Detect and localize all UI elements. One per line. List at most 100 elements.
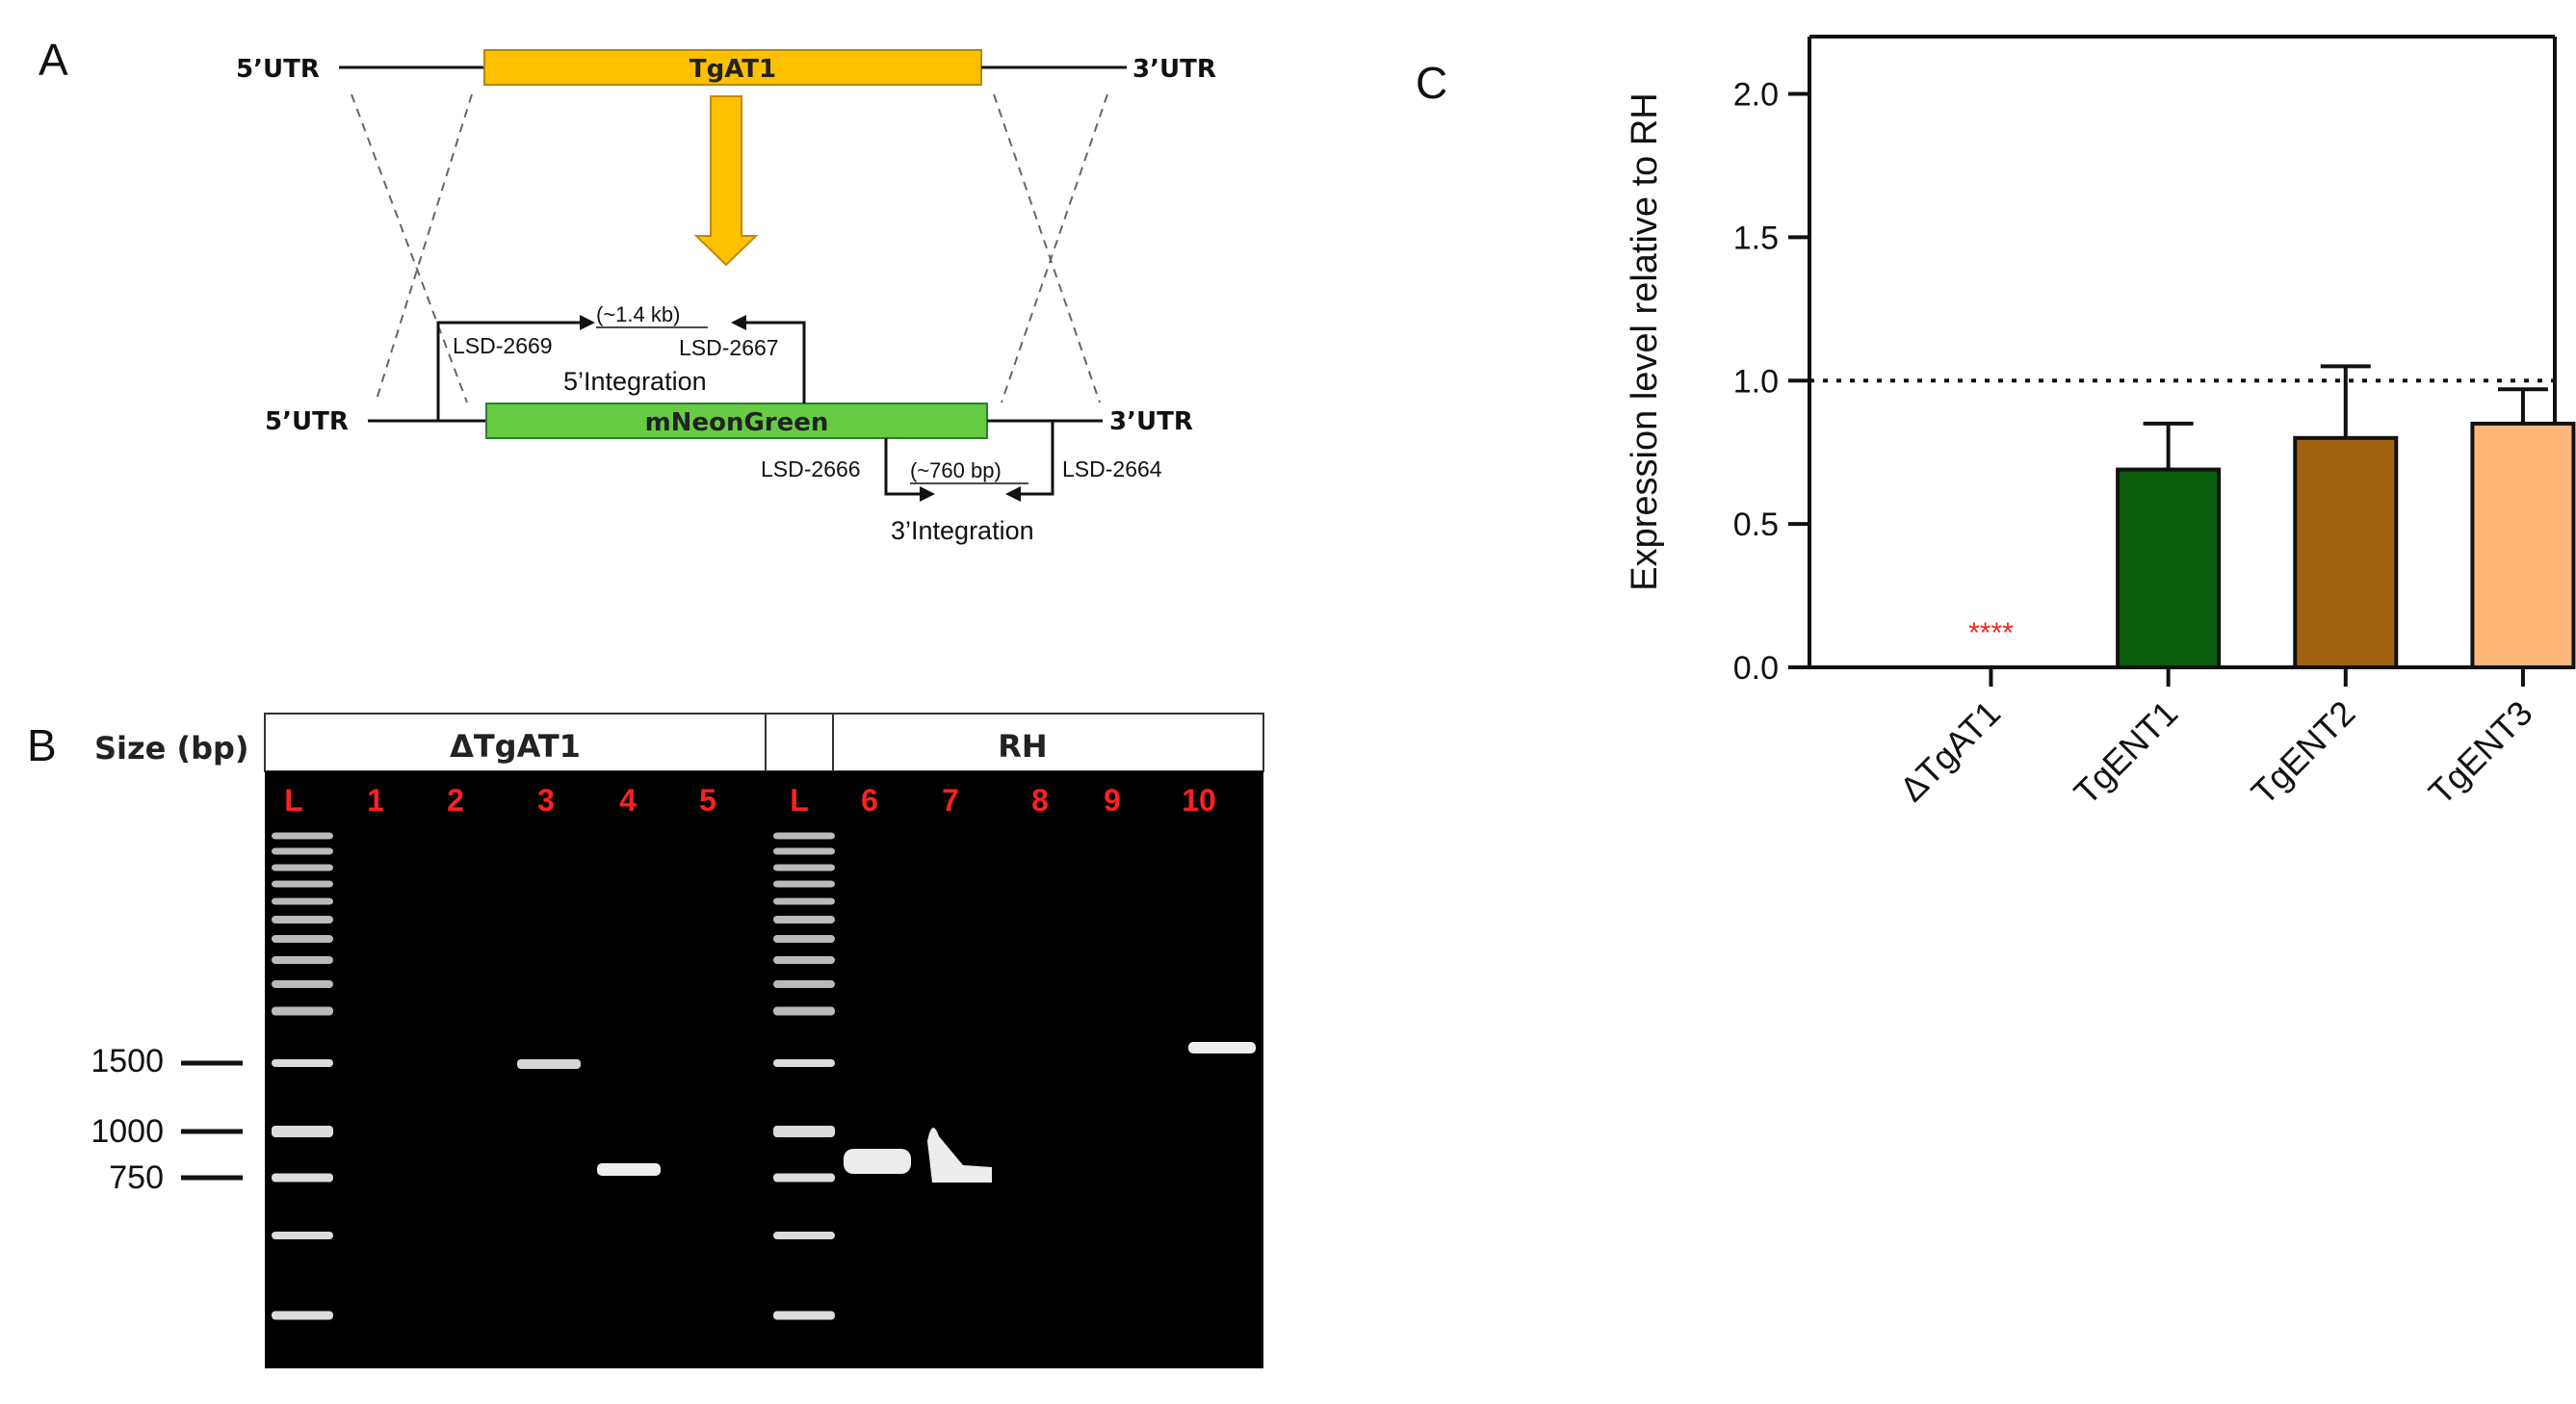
x-tick-label: ΔTgAT1 xyxy=(1892,693,2009,810)
top-3utr-label: 3’UTR xyxy=(1132,55,1216,84)
ladder-band xyxy=(272,956,333,964)
panel-label-b: B xyxy=(27,720,57,770)
lane-label-4: 4 xyxy=(619,783,637,818)
group-header-tgat1 xyxy=(264,713,767,772)
bottom-5utr-label: 5’UTR xyxy=(265,407,349,436)
y-axis-title: Expression level relative to RH xyxy=(1625,92,1665,590)
lane-label-10: 10 xyxy=(1182,783,1216,818)
y-tick-label: 1.5 xyxy=(1733,220,1779,256)
ladder-band xyxy=(773,832,835,840)
ladder-band xyxy=(773,1006,835,1016)
ladder-band xyxy=(272,864,333,871)
lane-label-9: 9 xyxy=(1104,783,1121,818)
lane-label-6: 6 xyxy=(861,783,878,818)
primer-2669-line xyxy=(436,321,580,421)
band-lane-7 xyxy=(927,1128,992,1183)
sample-bands xyxy=(517,1042,1256,1183)
panel-a: A 5’UTR TgAT1 3’UTR 5’UTR mNeonGreen 3’U… xyxy=(39,35,1216,545)
product-5-size-label: (~1.4 kb) xyxy=(596,302,680,326)
ladder-band xyxy=(272,1173,333,1183)
lane-label-ladder-1: L xyxy=(284,783,303,818)
lane-label-5: 5 xyxy=(699,783,716,818)
ladder-band xyxy=(773,864,835,871)
ladder-band xyxy=(272,1232,333,1239)
ladder-band xyxy=(773,1173,835,1183)
lane-label-2: 2 xyxy=(447,783,464,818)
lane-label-3: 3 xyxy=(537,783,555,818)
ladder-band xyxy=(272,1126,333,1137)
primer-2664-label: LSD-2664 xyxy=(1062,456,1162,481)
primer-2669-label: LSD-2669 xyxy=(453,333,553,358)
ladder-band xyxy=(773,1126,835,1137)
y-ticks: 0.00.51.01.52.0 xyxy=(1733,77,1809,687)
product-3-size-label: (~760 bp) xyxy=(910,458,1002,482)
crossover-lines xyxy=(351,93,1108,403)
group-label-rh: RH xyxy=(998,728,1047,765)
size-marker-1000: 1000 xyxy=(91,1113,164,1150)
x-ticks: ΔTgAT1 TgENT1 TgENT2 TgENT3 xyxy=(1892,667,2540,812)
ladder-band xyxy=(272,1059,333,1067)
x-tick-label: TgENT3 xyxy=(2421,693,2540,813)
ladder-band xyxy=(773,1311,835,1320)
gel-image xyxy=(265,771,1263,1368)
x-tick-label: TgENT1 xyxy=(2067,693,2186,813)
ladder-band xyxy=(272,916,333,923)
size-marker-750: 750 xyxy=(109,1159,164,1196)
lane-label-8: 8 xyxy=(1031,783,1049,818)
ladder-band xyxy=(773,980,835,988)
size-marker-1500: 1500 xyxy=(91,1043,164,1079)
ladder-band xyxy=(773,1059,835,1067)
ladder-band xyxy=(773,956,835,964)
ladder-lane-2 xyxy=(773,832,835,1320)
bar-2 xyxy=(2293,435,2399,669)
ladder-band xyxy=(773,897,835,905)
ladder-band xyxy=(773,916,835,923)
bar-series xyxy=(2116,421,2576,669)
size-header: Size (bp) xyxy=(94,730,249,767)
ladder-band xyxy=(272,847,333,855)
primer-2669-arrowhead-icon xyxy=(580,315,595,330)
size-markers: 1500 1000 750 xyxy=(91,1043,243,1196)
bar-1 xyxy=(2116,467,2222,669)
ladder-band xyxy=(272,880,333,888)
integration-5-label: 5’Integration xyxy=(563,367,707,396)
band-lane-10 xyxy=(1188,1042,1256,1053)
band-lane-4 xyxy=(597,1163,661,1176)
ladder-band xyxy=(272,832,333,840)
band-lane-6 xyxy=(844,1149,911,1174)
y-axis-title-text: Expression level relative to RH xyxy=(1625,92,1665,590)
primer-2667-line xyxy=(746,321,806,403)
ladder-band xyxy=(773,880,835,888)
primer-2667-arrowhead-icon xyxy=(731,315,746,330)
primer-2666-line xyxy=(884,438,920,496)
primer-2664-arrowhead-icon xyxy=(1005,486,1021,502)
group-header-ladder xyxy=(765,713,834,772)
ladder-band xyxy=(272,935,333,943)
top-5utr-label: 5’UTR xyxy=(236,55,320,84)
y-tick-label: 0.5 xyxy=(1733,507,1779,543)
ladder-band xyxy=(773,935,835,943)
panel-c: C Expression level relative to RH 0.00.5… xyxy=(1416,35,2576,812)
ladder-band xyxy=(773,1232,835,1239)
primer-2664-line xyxy=(1021,421,1054,496)
primer-2667-label: LSD-2667 xyxy=(679,335,779,360)
integration-3-label: 3’Integration xyxy=(891,516,1034,545)
replacement-arrow-icon xyxy=(693,95,759,267)
panel-b: B Size (bp) ΔTgAT1 RH L 1 2 3 4 5 L 6 7 … xyxy=(27,713,1264,1368)
significance-annotation: **** xyxy=(1968,617,2014,649)
y-tick-label: 1.0 xyxy=(1733,363,1779,400)
lane-label-7: 7 xyxy=(942,783,959,818)
panel-label-c: C xyxy=(1416,58,1447,108)
ladder-band xyxy=(272,980,333,988)
bottom-3utr-label: 3’UTR xyxy=(1109,407,1193,436)
error-bars xyxy=(2143,364,2548,470)
band-lane-3 xyxy=(517,1059,581,1069)
panel-label-a: A xyxy=(39,35,68,85)
group-header-rh xyxy=(832,713,1264,772)
group-label-tgat1: ΔTgAT1 xyxy=(450,728,581,765)
ladder-band xyxy=(272,1311,333,1320)
x-tick-label: TgENT2 xyxy=(2244,693,2363,813)
y-tick-label: 2.0 xyxy=(1733,77,1779,114)
mneongreen-label: mNeonGreen xyxy=(645,408,829,437)
